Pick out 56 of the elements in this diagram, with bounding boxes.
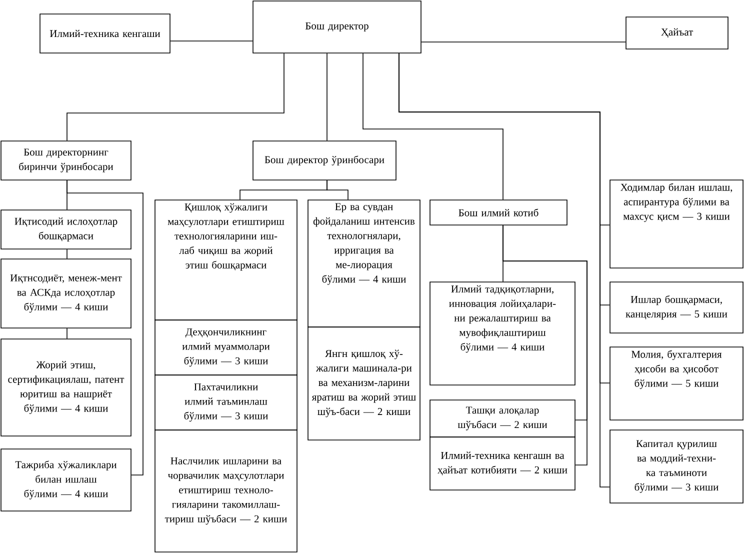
- connector-line: [66, 249, 68, 259]
- box-label: Ташқи алоқалар шўъбаси — 2 киши: [458, 406, 548, 430]
- box-label: Наслчилик ишларини ва чорвачилик маҳсулотлари етиштириш техноло-гияларини такомиллаш-тириш шўъбаси — 2 киши: [164, 457, 287, 525]
- box-label: Илмий-техника кенгаши: [50, 30, 160, 38]
- box-label: Тажриба хўжаликлари билан ишлаш бўлими — 4 киши: [15, 460, 117, 500]
- box-label: Қишлоқ хўжалиги маҳсулотлари етиштириш технологияларини иш-лаб чиқиш ва жорий этиш бошқармаси: [168, 203, 284, 271]
- org-box: [430, 436, 576, 490]
- connector-line: [66, 328, 68, 339]
- org-box: [626, 16, 728, 50]
- box-label: Молия, бухгалтерия ҳисоби ва ҳисобот бўлими — 5 киши: [631, 350, 722, 389]
- connector-line: [66, 53, 284, 141]
- box-label: Пахтачиликни илмий таъминлаш бўлими — 3 киши: [184, 383, 268, 422]
- org-box: [610, 430, 744, 504]
- box-label: Иқтисодий ислоҳотлар бошқармаси: [14, 218, 118, 242]
- org-box: [154, 320, 298, 376]
- box-label: Капитал қурилиш ва моддий-техни-ка таъминоти бўлими — 3 киши: [634, 440, 718, 493]
- org-box: [154, 374, 298, 430]
- box-label: Ҳайъат: [661, 28, 693, 38]
- box-label: Иқтнсодиёт, менеж-мент ва АСКда ислоҳотлар бўлими — 4 киши: [10, 274, 122, 313]
- box-label: Ходимлар билан ишлаш, аспирантура бўлими ва махсус қисм — 3 киши: [620, 183, 732, 222]
- org-box: [0, 258, 132, 328]
- org-box: [430, 400, 576, 438]
- connector-line: [66, 180, 144, 476]
- org-box: [430, 200, 568, 226]
- connector-line: [170, 40, 253, 42]
- box-label: Бош илмий котиб: [458, 208, 538, 216]
- box-label: Бош директор: [305, 22, 368, 32]
- connector-line: [502, 225, 588, 466]
- connector-line: [362, 53, 504, 200]
- org-box: [308, 326, 420, 440]
- box-label: Илмий тадқиқотларни, инновация лойиҳалари-ни режалаштириш ва мувофиқлаштириш бўлими — 4 киши: [449, 285, 556, 353]
- box-label: Бош директор ўринбосари: [264, 156, 384, 166]
- box-label: Ишлар бошқармаси, канцелярия — 5 киши: [626, 295, 728, 320]
- connector-line: [326, 53, 328, 141]
- org-box: [154, 200, 298, 320]
- org-box: [0, 140, 132, 180]
- org-box: [610, 282, 744, 334]
- org-box: [252, 0, 422, 54]
- org-box: [610, 346, 744, 420]
- box-label: Бош директорнинг биринчи ўринбосари: [19, 148, 114, 172]
- org-box: [308, 200, 420, 328]
- org-box: [154, 430, 298, 552]
- connector-line: [398, 53, 610, 488]
- org-box: [0, 338, 132, 436]
- org-box: [40, 14, 170, 54]
- org-box: [610, 180, 744, 268]
- box-label: Деҳқончиликнинг илмий муаммолари бўлими — 3 киши: [182, 328, 270, 367]
- org-box: [0, 448, 132, 512]
- box-label: Янгн қишлоқ хў-жалиги машинала-ри ва механизм-ларини яратиш ва жорий этиш шўъ-баси — 2 киши: [312, 350, 416, 418]
- org-box: [0, 210, 132, 250]
- box-label: Илмий-техника кенгашн ва ҳайъат котибияти — 2 киши: [438, 452, 568, 476]
- org-box: [430, 282, 576, 386]
- box-label: Жорий этиш, сертификациялаш, патент юритиш ва нашриёт бўлими — 4 киши: [8, 361, 124, 414]
- connector-line: [326, 180, 348, 200]
- org-box: [252, 140, 396, 180]
- box-label: Ер ва сувдан фойдаланиш интенсив технологнялари, ирригация ва ме-лиорация бўлими — 4 киши: [313, 203, 415, 285]
